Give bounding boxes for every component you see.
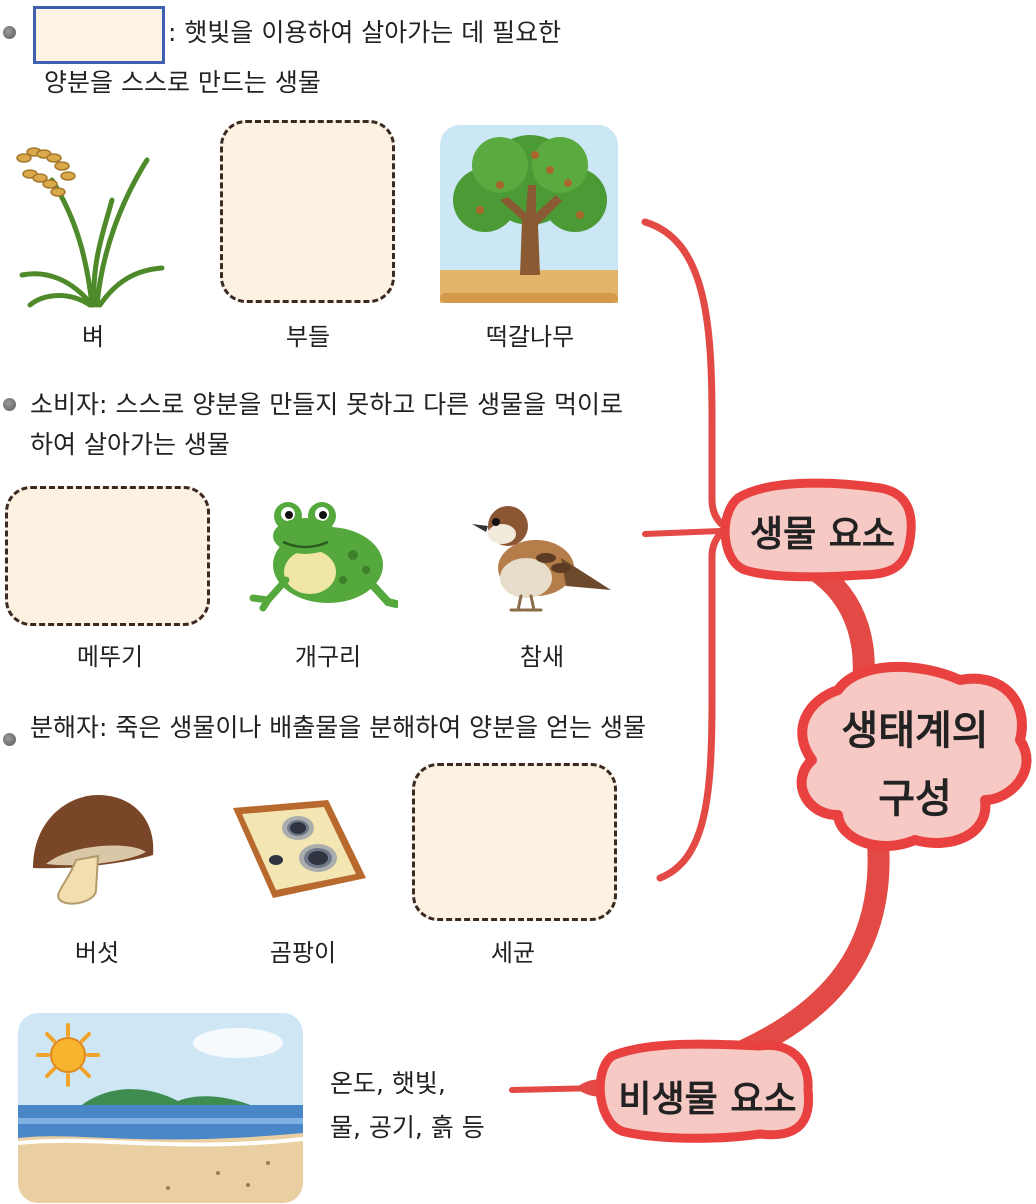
consumer-definition-line2: 하여 살아가는 생물 (30, 430, 230, 459)
consumer-example-label-3: 참새 (519, 643, 565, 671)
consumer-example-blank[interactable] (5, 486, 210, 626)
producer-bullet (3, 26, 16, 39)
decomposer-example-blank[interactable] (412, 763, 617, 921)
biotic-brace (641, 218, 737, 882)
consumer-example-label-1: 메뚜기 (76, 643, 144, 671)
center-node-label-line1: 생태계의 (841, 708, 989, 754)
rice-plant-icon (16, 147, 165, 308)
center-node-label-line2: 구성 (878, 776, 952, 822)
producer-example-label-3: 떡갈나무 (485, 323, 575, 351)
brace-middle-prong (642, 528, 723, 537)
abiotic-examples-line2: 물, 공기, 흙 등 (330, 1113, 485, 1142)
moldy-bread-icon (233, 800, 366, 898)
producer-term-blank[interactable] (33, 6, 165, 64)
abiotic-node-label: 비생물 요소 (618, 1079, 797, 1120)
decomposer-example-label-1: 버섯 (74, 939, 120, 967)
abiotic-node-shape (595, 1039, 814, 1143)
consumer-definition-line1: 소비자: 스스로 양분을 만들지 못하고 다른 생물을 먹이로 (30, 390, 624, 419)
producer-example-label-1: 벼 (81, 323, 105, 351)
decomposer-bullet (3, 733, 16, 746)
decomposer-example-label-2: 곰팡이 (269, 939, 337, 967)
producer-example-blank[interactable] (220, 120, 395, 303)
center-node-shape (796, 661, 1032, 851)
oak-tree-icon (440, 125, 618, 303)
biotic-node-shape (720, 478, 916, 582)
sparrow-icon (472, 506, 611, 612)
biotic-node-label: 생물 요소 (749, 514, 895, 555)
producer-definition-line2: 양분을 스스로 만드는 생물 (44, 68, 321, 97)
decomposer-definition: 분해자: 죽은 생물이나 배출물을 분해하여 양분을 얻는 생물 (30, 713, 647, 742)
abiotic-examples-line1: 온도, 햇빛, (330, 1069, 446, 1098)
branch-center-to-abiotic (734, 831, 890, 1061)
decomposer-example-label-3: 세균 (490, 939, 536, 967)
sun-icon (36, 1023, 100, 1087)
consumer-bullet (3, 398, 16, 411)
consumer-example-label-2: 개구리 (294, 643, 362, 671)
producer-example-label-2: 부들 (285, 323, 331, 351)
beach-landscape-icon (18, 1013, 303, 1203)
producer-definition-line1: : 햇빛을 이용하여 살아가는 데 필요한 (168, 18, 562, 47)
mushroom-icon (33, 795, 154, 905)
frog-icon (249, 502, 398, 612)
